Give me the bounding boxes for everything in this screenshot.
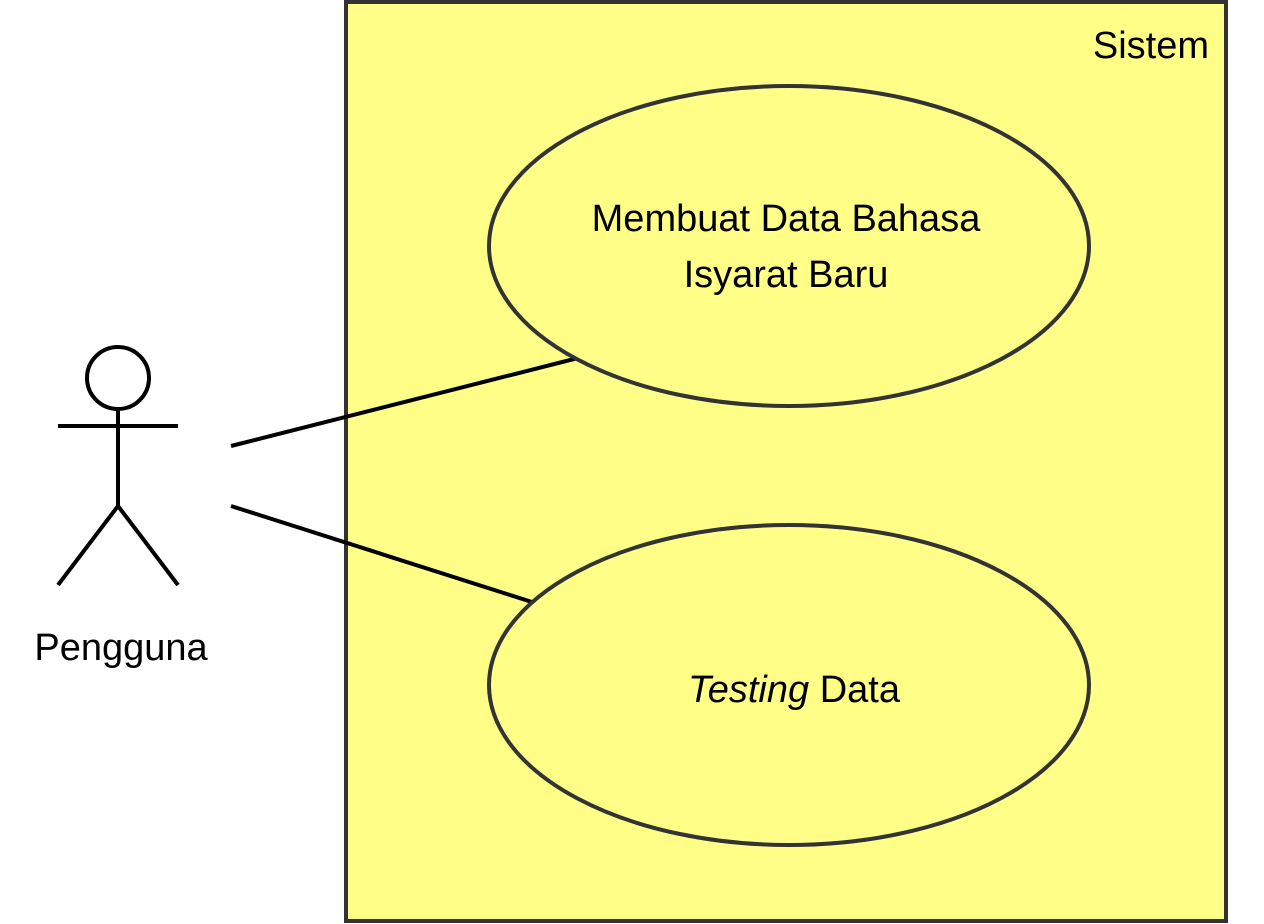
use-case-ellipse [487,84,1091,408]
actor-label: Pengguna [34,627,208,669]
association-line-testing-data [230,504,533,604]
actor-pengguna: Pengguna [34,345,209,669]
use-case-create-sign-language-data: Membuat Data Bahasa Isyarat Baru [487,84,1091,408]
use-case-label-line1: Membuat Data Bahasa [592,198,982,240]
use-case-label: Testing Data [688,669,901,711]
association-line-create-data [230,356,579,448]
system-label: Sistem [1093,25,1209,67]
stick-figure-actor-icon [56,345,180,587]
use-case-label-line2: Isyarat Baru [684,254,889,296]
use-case-label-italic: Testing [688,669,809,711]
use-case-ellipse [487,523,1091,847]
use-case-label-rest: Data [809,669,901,711]
use-case-testing-data: Testing Data [487,523,1091,847]
